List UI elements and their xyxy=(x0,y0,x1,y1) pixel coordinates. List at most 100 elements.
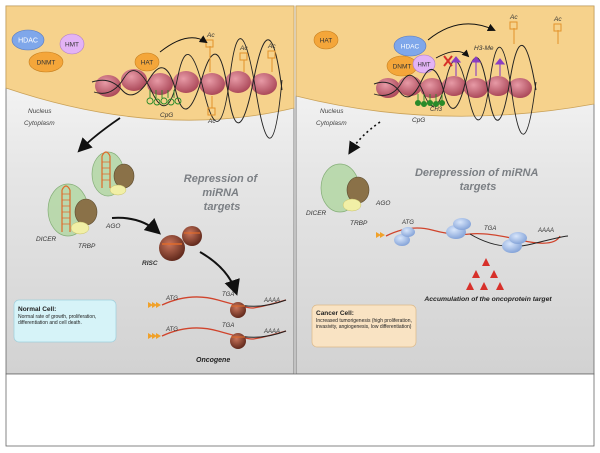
nucleosome xyxy=(225,71,251,93)
start-codon-label: ATG xyxy=(165,296,178,302)
acetyl-label: Ac xyxy=(509,14,518,21)
cancer-cell-title: Cancer Cell: xyxy=(316,310,354,317)
derepression-title: Derepression of miRNA targets xyxy=(415,167,541,193)
cytoplasm-label: Cytoplasm xyxy=(24,120,55,127)
dnmt-enzyme: DNMT xyxy=(28,51,64,73)
nucleosome xyxy=(376,78,400,98)
cpg-sites: CpG xyxy=(146,90,182,119)
dnmt-enzyme: DNMT xyxy=(386,55,418,77)
acetyl-marks xyxy=(205,39,276,116)
cancer-cell-box xyxy=(311,304,417,348)
dicer-complex xyxy=(47,183,98,237)
oncoprotein xyxy=(472,270,480,278)
trbp-label: TRBP xyxy=(78,243,96,250)
cpg-sites-methylated: CH3 CpG xyxy=(412,94,446,124)
hdac-label: HDAC xyxy=(401,44,420,51)
hdac-label: HDAC xyxy=(18,38,38,45)
oncoprotein xyxy=(496,282,504,290)
stop-codon-label: TGA xyxy=(222,323,234,329)
nucleus-label: Nucleus xyxy=(28,108,52,115)
mrna-transcript xyxy=(148,296,287,318)
ribosome xyxy=(446,218,471,239)
normal-cell-info: Normal Cell: Normal rate of growth, prol… xyxy=(18,306,112,327)
oncoprotein-accumulation xyxy=(466,258,504,290)
start-codon-label: ATG xyxy=(401,220,414,226)
oncoprotein xyxy=(482,258,490,266)
hat-enzyme: HAT xyxy=(134,52,160,72)
nucleosome xyxy=(508,78,532,98)
nucleus-label: Nucleus xyxy=(320,108,344,115)
acetyl-label: Ac xyxy=(207,118,216,125)
ago-label: AGO xyxy=(375,200,390,207)
nucleosome xyxy=(147,73,173,95)
dicer-label: DICER xyxy=(306,210,327,217)
dicer-complex-empty xyxy=(320,163,370,213)
nucleus-region xyxy=(295,5,595,117)
start-codon-label: ATG xyxy=(165,327,178,333)
polya-label: AAAA xyxy=(263,298,280,304)
normal-cell-box xyxy=(13,299,117,343)
nucleosome xyxy=(486,76,510,96)
risc-complex xyxy=(159,226,202,261)
chromatin-open xyxy=(91,38,283,139)
bottom-caption-area xyxy=(5,373,595,447)
hdac-arrow xyxy=(427,23,496,41)
nucleosome xyxy=(420,78,444,98)
ribosome xyxy=(502,232,527,253)
oncoprotein xyxy=(480,282,488,290)
nucleosome xyxy=(464,78,488,98)
normal-cell-title: Normal Cell: xyxy=(18,306,57,313)
repression-title: Repression of miRNA targets xyxy=(184,173,260,213)
cancer-cell-description: Increased tumorigenesis (high proliferat… xyxy=(316,318,412,331)
dnmt-label: DNMT xyxy=(393,64,412,71)
hat-enzyme: HAT xyxy=(313,30,339,50)
cancer-cell-panel: HAT HDAC DNMT HMT xyxy=(295,5,595,375)
acetyl-label: Ac xyxy=(267,43,276,50)
cytoplasm-label: Cytoplasm xyxy=(316,120,347,127)
mrna-translated xyxy=(376,218,569,253)
nucleosome xyxy=(173,71,199,93)
cpg-label: CpG xyxy=(160,112,173,119)
hat-label: HAT xyxy=(320,38,333,45)
dnmt-label: DNMT xyxy=(37,60,56,67)
oncoprotein xyxy=(466,282,474,290)
accumulation-label: Accumulation of the oncoprotein target xyxy=(423,296,552,303)
hmt-enzyme: HMT xyxy=(412,54,436,74)
nucleosome xyxy=(95,75,121,97)
acetyl-marks xyxy=(509,21,562,44)
polya-label: AAAA xyxy=(263,329,280,335)
hmt-arrow xyxy=(435,49,470,59)
hat-acetylation-arrow xyxy=(159,35,208,53)
hat-label: HAT xyxy=(141,60,154,67)
blocked-acetylation-icon xyxy=(443,55,453,67)
pre-mirna-complex xyxy=(91,151,135,197)
ch3-label: CH3 xyxy=(430,107,443,113)
stop-codon-label: TGA xyxy=(222,292,234,298)
export-arrow xyxy=(77,117,121,153)
polya-label: AAAA xyxy=(537,228,554,234)
cancer-cell-info: Cancer Cell: Increased tumorigenesis (hi… xyxy=(316,310,412,331)
mrna-transcript xyxy=(148,327,287,349)
normal-cell-description: Normal rate of growth, proliferation, di… xyxy=(18,314,97,327)
dicer-label: DICER xyxy=(36,236,57,243)
ago-label: AGO xyxy=(105,223,120,230)
hdac-enzyme: HDAC xyxy=(393,35,427,57)
risc-label: RISC xyxy=(142,260,158,267)
hmt-label: HMT xyxy=(65,42,79,49)
oncoprotein xyxy=(490,270,498,278)
oncogene-label: Oncogene xyxy=(196,357,230,364)
chromatin-closed xyxy=(373,44,537,135)
hmt-label: HMT xyxy=(418,63,431,69)
trbp-label: TRBP xyxy=(350,220,368,227)
nucleosome xyxy=(442,76,466,96)
dna-strand xyxy=(91,39,283,124)
acetyl-label: Ac xyxy=(553,16,562,23)
nucleosome xyxy=(251,73,277,95)
ribosome xyxy=(394,227,415,246)
hdac-enzyme: HDAC xyxy=(11,29,45,51)
targeting-arrow xyxy=(199,251,240,296)
normal-cell-panel: HDAC HMT DNMT HAT xyxy=(5,5,295,375)
cpg-label: CpG xyxy=(412,117,425,124)
nucleosome xyxy=(199,73,225,95)
